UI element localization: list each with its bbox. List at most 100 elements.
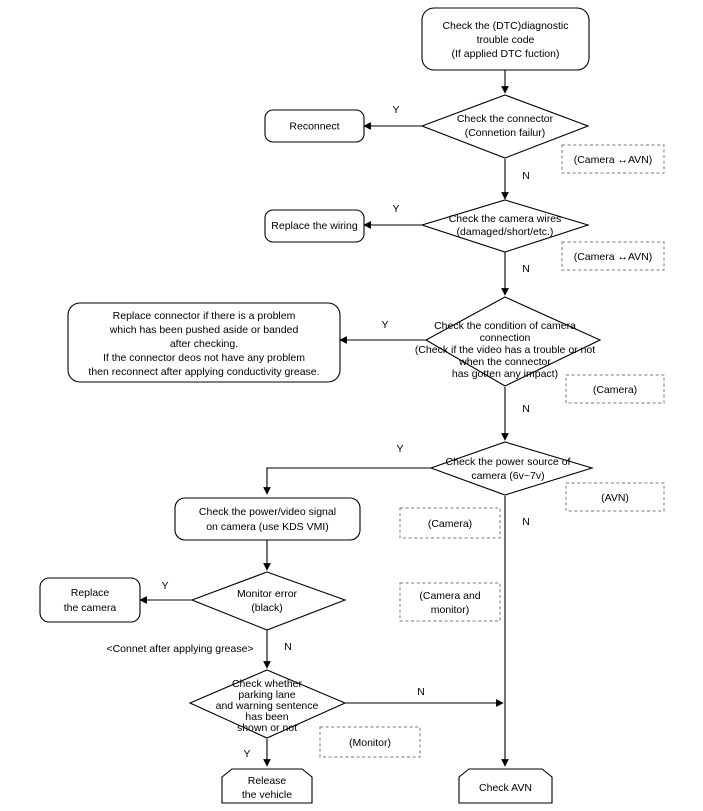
terminal-check-avn-shape (458, 768, 553, 804)
annot-camera-and-monitor-line-1: (Camera and (419, 590, 480, 602)
edge-label-wires-yes: Y (392, 203, 399, 215)
decision-connector-line-1: Check the connector (457, 113, 554, 125)
annot-camera-1-label: (Camera) (593, 384, 637, 396)
edge-label-camera-connection-no: N (522, 403, 530, 415)
edge-label-power-yes: Y (396, 443, 403, 455)
decision-parking-lane-line-5: shown or not (237, 722, 297, 734)
decision-parking-lane-line-3: and warning sentence (216, 700, 319, 712)
reconnect-shape (264, 109, 365, 143)
edge-label-connector-no: N (522, 170, 530, 182)
decision-monitor-error-shape (190, 571, 347, 631)
node-decision-power-source[interactable]: Check the power source of camera (6v~7v) (429, 441, 594, 496)
decision-monitor-error-line-1: Monitor error (237, 588, 298, 600)
node-decision-wires[interactable]: Check the camera wires (damaged/short/et… (420, 199, 590, 253)
decision-camera-connection-line-4: when the connector (458, 356, 551, 368)
decision-power-source-line-1: Check the power source of (446, 456, 571, 468)
edge-label-parking-yes: Y (243, 748, 250, 760)
node-terminal-check-avn[interactable]: Check AVN (458, 768, 553, 804)
node-action-replace-wiring[interactable]: Replace the wiring (264, 209, 365, 243)
terminal-release-line-2: the vehicle (242, 789, 292, 801)
decision-connector-shape (420, 94, 590, 159)
replace-connector-line-5: then reconnect after applying conductivi… (88, 366, 319, 378)
replace-connector-line-1: Replace connector if there is a problem (113, 310, 296, 322)
edge-label-power-no: N (522, 516, 530, 528)
node-terminal-release[interactable]: Release the vehicle (221, 768, 313, 804)
replace-connector-line-3: after checking. (170, 338, 238, 350)
node-decision-parking-lane[interactable]: Check whether parking lane and warning s… (188, 669, 347, 739)
node-action-replace-camera[interactable]: Replace the camera (39, 577, 141, 623)
node-action-replace-connector[interactable]: Replace connector if there is a problem … (67, 302, 341, 383)
edge-label-connector-yes: Y (392, 104, 399, 116)
edge-label-parking-no: N (417, 686, 425, 698)
annot-monitor-box (319, 726, 421, 758)
reconnect-label: Reconnect (289, 120, 339, 132)
decision-camera-connection-line-1: Check the condition of camera (434, 320, 576, 332)
decision-wires-shape (420, 199, 590, 253)
decision-wires-line-2: (damaged/short/etc.) (457, 226, 554, 238)
edge-label-wires-no: N (522, 263, 530, 275)
annotation-avn: (AVN) (565, 482, 665, 512)
decision-parking-lane-shape (188, 669, 347, 739)
replace-camera-shape (39, 577, 141, 623)
decision-connector-line-2: (Connetion failur) (465, 127, 546, 139)
replace-wiring-label: Replace the wiring (271, 220, 358, 232)
annot-camera-and-monitor-box (399, 582, 501, 622)
edges-group (139, 70, 509, 767)
check-signal-shape (174, 497, 361, 541)
replace-wiring-shape (264, 209, 365, 243)
decision-camera-connection-shape (424, 296, 602, 387)
annot-camera-avn-2-label: (Camera ↔AVN) (574, 251, 653, 263)
annot-camera-1-box (565, 374, 665, 404)
check-signal-line-1: Check the power/video signal (199, 506, 336, 518)
decision-wires-line-1: Check the camera wires (449, 213, 562, 225)
annotation-monitor: (Monitor) (319, 726, 421, 758)
node-start[interactable]: Check the (DTC)diagnostic trouble code (… (421, 7, 590, 71)
grease-note-label: <Connet after applying grease> (106, 643, 253, 655)
edge-labels-group: Y N Y N Y N Y N Y N N Y (161, 104, 529, 760)
start-line-2: trouble code (477, 34, 535, 46)
decision-parking-lane-line-4: has been (245, 711, 288, 723)
annotation-camera-avn-1: (Camera ↔AVN) (561, 144, 665, 174)
annot-camera-2-label: (Camera) (428, 518, 472, 530)
terminal-release-shape (221, 768, 313, 804)
node-action-check-signal[interactable]: Check the power/video signal on camera (… (174, 497, 361, 541)
note-grease: <Connet after applying grease> (106, 643, 253, 655)
decision-camera-connection-line-3: (Check if the video has a trouble or not (415, 344, 595, 356)
edge-power-yes (263, 467, 431, 495)
annot-avn-label: (AVN) (601, 492, 629, 504)
decision-monitor-error-line-2: (black) (251, 602, 283, 614)
decision-parking-lane-line-1: Check whether (232, 678, 303, 690)
replace-connector-shape (67, 302, 341, 383)
annotation-camera-1: (Camera) (565, 374, 665, 404)
annotation-camera-2: (Camera) (399, 507, 501, 539)
decision-power-source-line-2: camera (6v~7v) (471, 470, 544, 482)
edge-label-monitor-no: N (284, 641, 292, 653)
decision-camera-connection-line-5: has gotten any impact) (452, 368, 558, 380)
node-decision-monitor-error[interactable]: Monitor error (black) (190, 571, 347, 631)
start-shape (421, 7, 590, 71)
edge-label-monitor-yes: Y (161, 580, 168, 592)
start-line-3: (If applied DTC fuction) (452, 48, 560, 60)
annot-camera-and-monitor-line-2: monitor) (431, 604, 470, 616)
terminal-check-avn-label: Check AVN (479, 782, 532, 794)
terminal-release-line-1: Release (248, 775, 287, 787)
replace-camera-line-2: the camera (64, 602, 117, 614)
replace-connector-line-4: If the connector deos not have any probl… (103, 352, 305, 364)
node-action-reconnect[interactable]: Reconnect (264, 109, 365, 143)
annotation-camera-and-monitor: (Camera and monitor) (399, 582, 501, 622)
edge-label-camera-connection-yes: Y (381, 319, 388, 331)
replace-connector-line-2: which has been pushed aside or banded (109, 324, 299, 336)
decision-camera-connection-line-2: connection (480, 332, 531, 344)
annot-monitor-label: (Monitor) (349, 737, 391, 749)
annot-camera-2-box (399, 507, 501, 539)
node-decision-camera-connection[interactable]: Check the condition of camera connection… (415, 296, 602, 387)
replace-camera-line-1: Replace (71, 587, 110, 599)
decision-power-source-shape (429, 441, 594, 496)
annot-avn-box (565, 482, 665, 512)
annotation-camera-avn-2: (Camera ↔AVN) (561, 241, 665, 271)
check-signal-line-2: on camera (use KDS VMI) (206, 521, 329, 533)
annot-camera-avn-1-label: (Camera ↔AVN) (574, 154, 653, 166)
node-decision-connector[interactable]: Check the connector (Connetion failur) (420, 94, 590, 159)
